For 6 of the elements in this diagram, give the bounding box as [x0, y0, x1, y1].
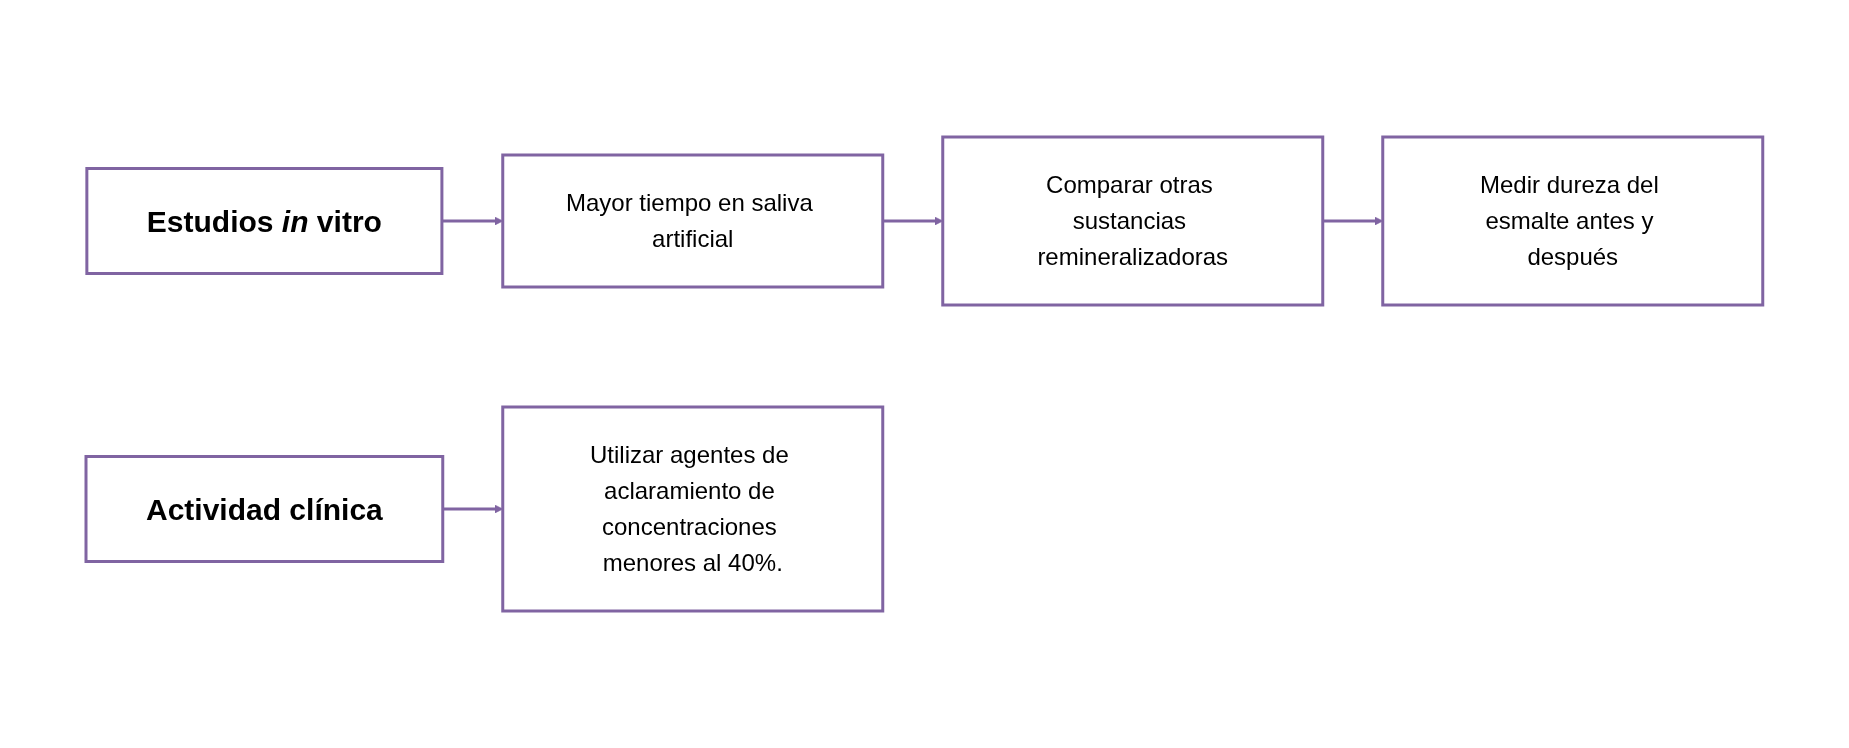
node-box: Medir dureza del esmalte antes y después: [1381, 135, 1765, 307]
node-box: Actividad clínica: [84, 455, 445, 563]
node-box: Estudios in vitro: [85, 167, 444, 275]
node-box: Comparar otras sustancias remineralizadoras: [941, 135, 1325, 307]
node-box: Mayor tiempo en saliva artificial: [501, 153, 885, 289]
node-box: Utilizar agentes de aclaramiento de concentraciones menores al 40%.: [501, 405, 885, 613]
